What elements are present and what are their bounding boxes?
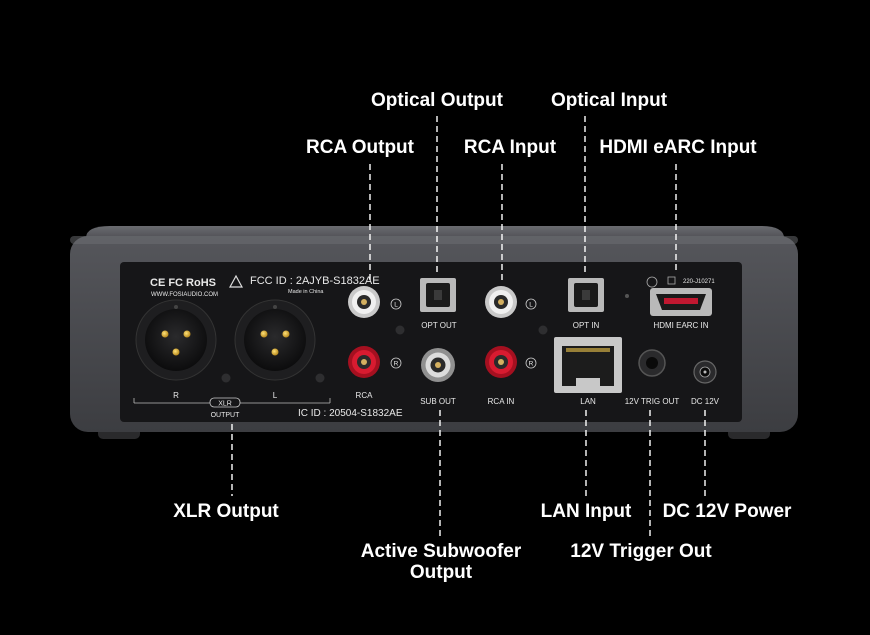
dc-power-jack[interactable] — [693, 360, 717, 384]
rca-output-right-jack[interactable] — [348, 346, 380, 378]
chassis-edge — [70, 236, 798, 244]
warning-triangle-icon — [228, 274, 244, 288]
callout-hdmi-earc-input: HDMI eARC Input — [599, 137, 757, 158]
led-dot — [625, 294, 629, 298]
cert-marks: CE FC RoHS — [150, 277, 216, 289]
rca-in-label: RCA IN — [488, 397, 515, 406]
lan-port[interactable] — [554, 337, 622, 393]
callout-rca-output: RCA Output — [306, 137, 414, 158]
callout-subwoofer-line1: Active Subwoofer — [360, 541, 522, 562]
r-mark-icon — [525, 357, 537, 369]
rca-out-r-mark: R — [394, 361, 399, 368]
trig-out-label: 12V TRIG OUT — [625, 397, 680, 406]
hdmi-mark-icon — [667, 276, 676, 285]
callout-rca-input: RCA Input — [463, 137, 557, 158]
callout-subwoofer-line2: Output — [409, 562, 473, 583]
rca-input-left-jack[interactable] — [485, 286, 517, 318]
opt-out-label: OPT OUT — [421, 321, 457, 330]
rca-out-l-mark: L — [394, 302, 398, 309]
ic-id: IC ID : 20504-S1832AE — [298, 408, 403, 419]
website-text: WWW.FOSIAUDIO.COM — [151, 292, 218, 298]
fcc-id: FCC ID : 2AJYB-S1832AE — [250, 275, 380, 287]
xlr-l-label: L — [273, 391, 278, 400]
opt-in-label: OPT IN — [573, 321, 600, 330]
recycle-icon — [646, 276, 658, 288]
callout-dc-power: DC 12V Power — [662, 501, 792, 522]
rca-input-right-jack[interactable] — [485, 346, 517, 378]
optical-input-port[interactable] — [568, 278, 604, 312]
screw — [538, 325, 548, 335]
callout-xlr-output: XLR Output — [173, 501, 279, 522]
xlr-output-label: OUTPUT — [211, 412, 241, 419]
trigger-out-jack[interactable] — [638, 349, 666, 377]
l-mark-icon — [390, 298, 402, 310]
callout-optical-input: Optical Input — [550, 90, 668, 111]
dc-label: DC 12V — [691, 397, 720, 406]
made-in: Made in China — [288, 289, 324, 295]
rca-output-left-jack[interactable] — [348, 286, 380, 318]
xlr-right-connector[interactable] — [135, 299, 217, 381]
screw — [315, 373, 325, 383]
screw — [221, 373, 231, 383]
callout-lan-input: LAN Input — [540, 501, 632, 522]
l-mark-icon — [525, 298, 537, 310]
optical-output-port[interactable] — [420, 278, 456, 312]
rca-label: RCA — [356, 391, 374, 400]
subwoofer-output-jack[interactable] — [421, 348, 455, 382]
lan-label: LAN — [580, 397, 596, 406]
rca-in-l-mark: L — [529, 302, 533, 309]
rca-in-r-mark: R — [529, 361, 534, 368]
xlr-r-label: R — [173, 391, 179, 400]
hdmi-code: 220-J10271 — [683, 279, 715, 285]
xlr-left-connector[interactable] — [234, 299, 316, 381]
callout-trigger-out: 12V Trigger Out — [570, 541, 712, 562]
hdmi-label: HDMI EARC IN — [653, 321, 708, 330]
xlr-label: XLR — [218, 401, 232, 408]
screw — [395, 325, 405, 335]
xlr-box — [209, 397, 241, 408]
hdmi-earc-port[interactable] — [650, 288, 712, 316]
callout-optical-output: Optical Output — [371, 90, 503, 111]
sub-out-label: SUB OUT — [420, 397, 456, 406]
r-mark-icon — [390, 357, 402, 369]
